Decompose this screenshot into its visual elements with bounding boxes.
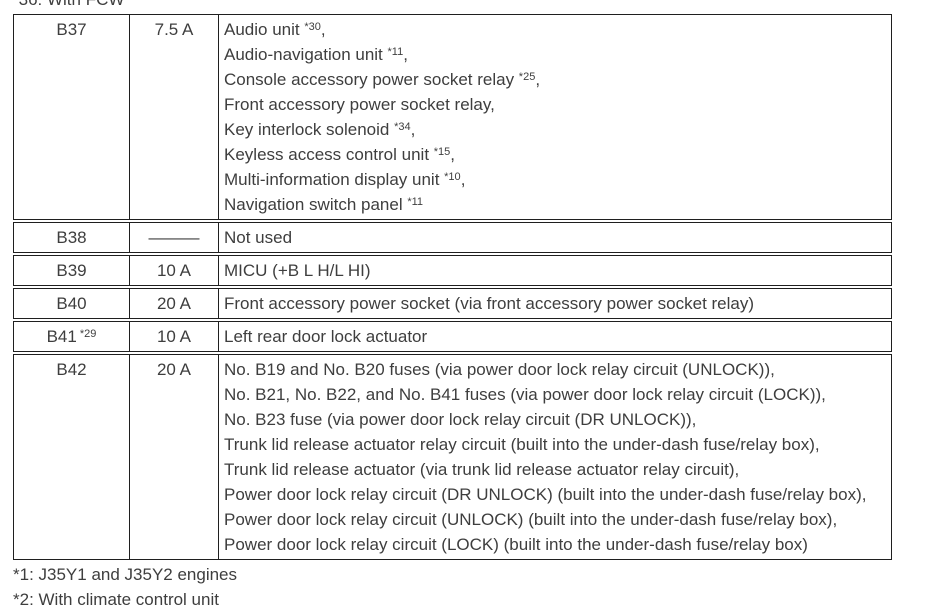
circuit-text-tail: , [320,20,326,39]
circuit-text: MICU (+B L H/L HI) [224,261,371,280]
circuit-text: Not used [224,228,293,247]
circuit-line: Multi-information display unit *10, [224,167,891,192]
circuits-cell: MICU (+B L H/L HI) [219,256,891,285]
fuse-number-cell: B42 [14,355,130,559]
circuit-text: No. B19 and No. B20 fuses (via power doo… [224,360,775,379]
circuit-line: Audio-navigation unit *11, [224,42,891,67]
circuit-text: Key interlock solenoid [224,120,395,139]
circuit-text: Front accessory power socket (via front … [224,294,755,313]
fuse-number: B39 [56,261,87,280]
circuit-line: Power door lock relay circuit (UNLOCK) (… [224,507,891,532]
circuit-line: Key interlock solenoid *34, [224,117,891,142]
circuit-text: Trunk lid release actuator (via trunk li… [224,460,740,479]
circuit-text: No. B23 fuse (via power door lock relay … [224,410,697,429]
fuse-number: B40 [56,294,87,313]
circuit-line: Console accessory power socket relay *25… [224,67,891,92]
top-note: *36: With FCW [12,0,938,10]
circuit-text: Power door lock relay circuit (UNLOCK) (… [224,510,838,529]
circuits-cell: Left rear door lock actuator [219,322,891,351]
amperage-cell: 10 A [130,256,219,285]
circuits-cell: Not used [219,223,891,252]
circuit-text: Power door lock relay circuit (DR UNLOCK… [224,485,867,504]
circuit-line: Not used [224,225,891,250]
amperage-cell: 10 A [130,322,219,351]
circuit-line: Power door lock relay circuit (DR UNLOCK… [224,482,891,507]
footnote-ref: *30 [304,21,321,33]
circuit-line: Audio unit *30, [224,17,891,42]
circuit-text-tail: , [460,170,466,189]
circuit-line: Navigation switch panel *11 [224,192,891,217]
fuse-number-cell: B39 [14,256,130,285]
circuit-line: Trunk lid release actuator relay circuit… [224,432,891,457]
circuit-text: Audio-navigation unit [224,45,388,64]
circuit-text: Navigation switch panel [224,195,408,214]
table-row: B39 10 A MICU (+B L H/L HI) [13,255,892,286]
circuit-text: No. B21, No. B22, and No. B41 fuses (via… [224,385,826,404]
circuits-cell: Front accessory power socket (via front … [219,289,891,318]
circuits-cell: No. B19 and No. B20 fuses (via power doo… [219,355,891,559]
circuit-line: Power door lock relay circuit (LOCK) (bu… [224,532,891,557]
table-row: B38 ——— Not used [13,222,892,253]
circuit-text: Multi-information display unit [224,170,445,189]
circuit-line: Front accessory power socket (via front … [224,291,891,316]
footnote-ref: *15 [433,146,451,158]
footnote-ref: *11 [387,46,404,58]
table-row: B42 20 A No. B19 and No. B20 fuses (via po… [13,354,892,560]
circuit-line: MICU (+B L H/L HI) [224,258,891,283]
amperage-cell: 20 A [130,289,219,318]
circuit-line: Front accessory power socket relay, [224,92,891,117]
circuit-line: No. B23 fuse (via power door lock relay … [224,407,891,432]
footnote-ref: *29 [76,328,97,340]
fuse-number: B37 [56,20,87,39]
circuit-text: Trunk lid release actuator relay circuit… [224,435,820,454]
fuse-number-cell: B38 [14,223,130,252]
fuse-number-cell: B41 *29 [14,322,130,351]
amperage-cell: 7.5 A [130,15,219,219]
circuit-line: Trunk lid release actuator (via trunk li… [224,457,891,482]
footnote-1: *1: J35Y1 and J35Y2 engines [13,565,238,584]
fuse-number: B38 [56,228,87,247]
circuit-text-tail: , [450,145,456,164]
amperage-cell: 20 A [130,355,219,559]
fuse-number: B42 [56,360,87,379]
circuit-text-tail: , [535,70,541,89]
circuit-text: Console accessory power socket relay [224,70,519,89]
fuse-number: B41 [46,327,77,346]
footnote-2: *2: With climate control unit [13,590,219,609]
footnote-ref: *11 [407,196,424,208]
amperage-cell: ——— [130,223,219,252]
circuit-text: Power door lock relay circuit (LOCK) (bu… [224,535,808,554]
circuit-line: No. B21, No. B22, and No. B41 fuses (via… [224,382,891,407]
fuse-number-cell: B40 [14,289,130,318]
circuit-text: Audio unit [224,20,305,39]
footnote-ref: *25 [518,71,536,83]
circuit-line: No. B19 and No. B20 fuses (via power doo… [224,357,891,382]
circuit-text: Left rear door lock actuator [224,327,428,346]
circuit-text-tail: , [403,45,408,64]
circuit-text-tail: , [410,120,416,139]
circuit-line: Left rear door lock actuator [224,324,891,349]
circuit-text: Keyless access control unit [224,145,434,164]
circuit-text: Front accessory power socket relay, [224,95,495,114]
footnote-ref: *10 [444,171,461,183]
fuse-number-cell: B37 [14,15,130,219]
footnote-ref: *34 [394,121,411,133]
circuits-cell: Audio unit *30,Audio-navigation unit *11… [219,15,891,219]
footnotes: *1: J35Y1 and J35Y2 engines *2: With cli… [13,565,938,610]
circuit-line: Keyless access control unit *15, [224,142,891,167]
table-row: B40 20 A Front accessory power socket (via… [13,288,892,319]
